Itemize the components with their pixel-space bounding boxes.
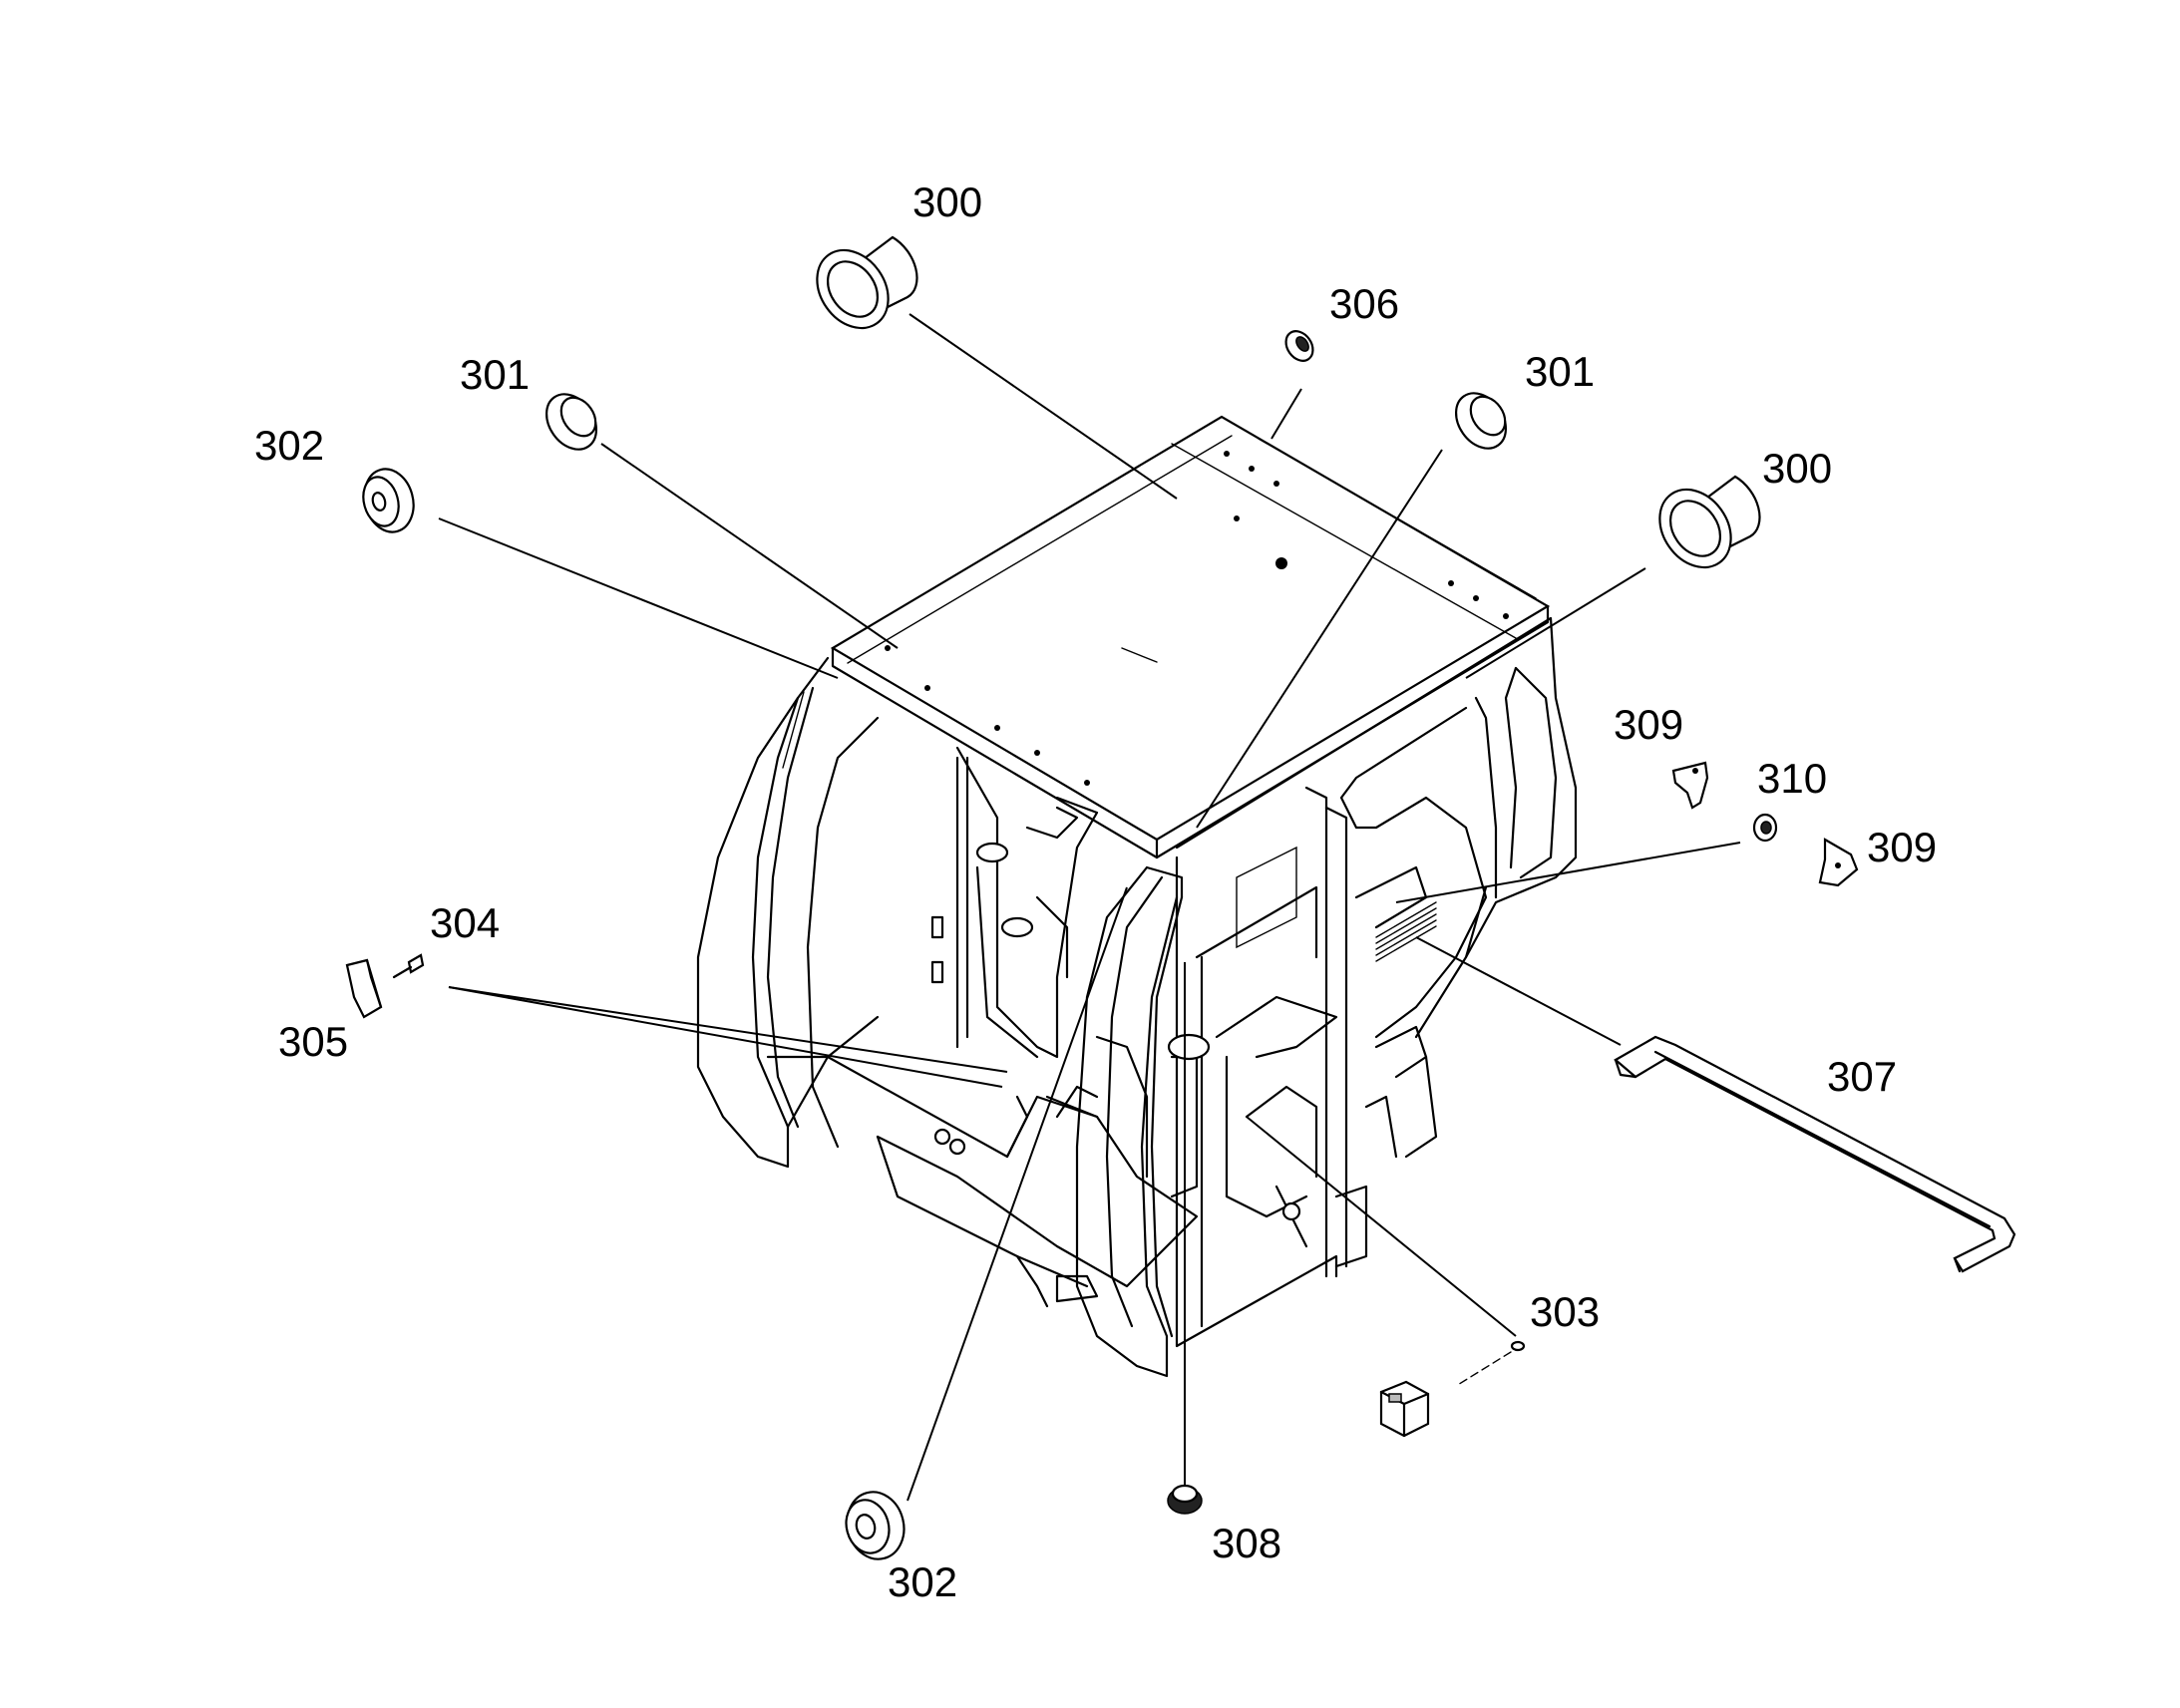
- part-310-nut: [1752, 813, 1778, 843]
- callout-302: 302: [888, 1558, 957, 1605]
- callout-300: 300: [1762, 445, 1832, 492]
- callout-304: 304: [430, 899, 500, 946]
- callout-301: 301: [1525, 348, 1595, 395]
- part-301-washer: [1454, 392, 1508, 450]
- part-308-plug: [1167, 1484, 1203, 1515]
- callout-309: 309: [1867, 824, 1937, 870]
- cab-frame: [696, 334, 1578, 1378]
- cab-roof: [830, 415, 1551, 842]
- door-hinge-strip: [1375, 901, 1437, 962]
- part-305-clip: [345, 958, 383, 1019]
- cab-interior-console: [955, 746, 1099, 1059]
- part-302-mount-rubber: [362, 468, 415, 533]
- cab-left-side: [696, 696, 880, 1169]
- leader-lines: [438, 313, 1741, 1502]
- callout-309: 309: [1614, 701, 1683, 748]
- part-304-screw: [392, 953, 425, 979]
- part-303-switch-block: [1379, 1380, 1430, 1438]
- part-300-mount-bushing: [1658, 475, 1761, 569]
- callout-307: 307: [1827, 1053, 1897, 1100]
- part-309-bracket: [1818, 838, 1859, 887]
- callout-308: 308: [1212, 1520, 1281, 1566]
- part-306-grommet: [1284, 330, 1314, 362]
- callout-labels: 300 306 301 301 302 300 309 310 309 304 …: [254, 178, 1937, 1605]
- callout-305: 305: [278, 1018, 348, 1065]
- roof-rivets: [885, 334, 1509, 786]
- cab-right-side: [1175, 616, 1578, 959]
- callout-310: 310: [1757, 755, 1827, 802]
- callout-300: 300: [912, 178, 982, 225]
- callout-301: 301: [460, 351, 530, 398]
- callout-302: 302: [254, 422, 324, 469]
- part-301-washer: [545, 393, 598, 451]
- part-303-screw: [1455, 1340, 1526, 1387]
- part-309-bracket: [1671, 761, 1709, 810]
- callout-306: 306: [1329, 280, 1399, 327]
- part-307-rod: [1614, 1035, 2016, 1273]
- part-302-mount-rubber: [845, 1491, 906, 1560]
- part-300-mount-bushing: [816, 235, 918, 330]
- callout-303: 303: [1530, 1288, 1600, 1335]
